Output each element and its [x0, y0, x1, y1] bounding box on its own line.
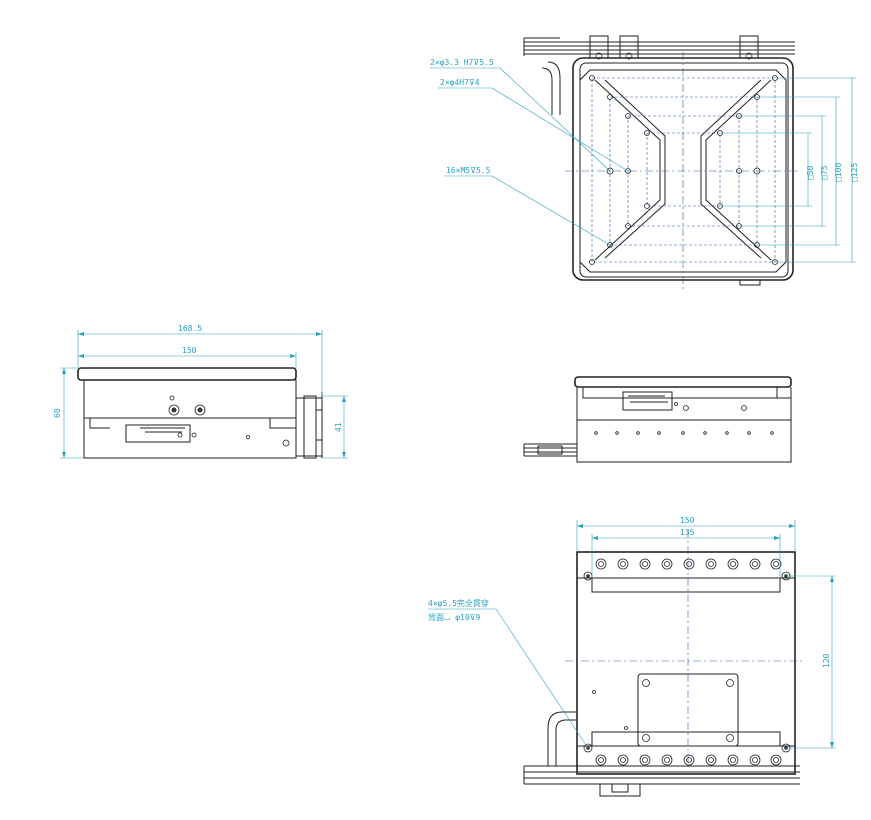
front-side-clamp	[295, 397, 323, 457]
clamp-3	[739, 35, 759, 59]
dim-150-label: 150	[182, 346, 197, 355]
square-125	[591, 77, 776, 263]
counterbore-row-top	[595, 558, 782, 570]
bottom-dim-120-label: 120	[822, 653, 831, 668]
rail-left-top	[523, 37, 580, 56]
left-cutout	[594, 79, 661, 261]
side-cable-block	[622, 391, 673, 411]
clamp-1	[589, 35, 609, 59]
dim-75-label: □75	[820, 165, 829, 180]
callout-through-hole: 4×φ5.5完全貫穿	[428, 598, 489, 608]
bottom-view: 150 135 120 4×φ5.5完全貫穿 背面⌴ φ10⊽9	[428, 516, 836, 797]
bottom-cable	[547, 711, 576, 766]
bottom-tab	[599, 784, 641, 797]
dim-100-label: □100	[834, 163, 843, 182]
clamp-2	[619, 35, 639, 59]
bottom-rails	[523, 765, 800, 785]
side-view	[523, 376, 792, 463]
mounting-holes	[589, 75, 778, 265]
callout-counterbore: 背面⌴ φ10⊽9	[428, 612, 481, 622]
front-cable-block	[125, 424, 191, 443]
side-holes	[594, 431, 774, 435]
callout-dowel-hole-1: 2×φ3.3 H7⊽5.5	[430, 58, 494, 67]
side-base	[576, 419, 792, 463]
cable	[541, 61, 561, 115]
bottom-dim-135-label: 135	[680, 528, 695, 537]
callout-dowel-hole-2: 2×φ4H7⊽4	[440, 78, 480, 87]
side-table-top	[574, 376, 792, 388]
dim-50-label: □50	[806, 165, 815, 180]
dim-125-label: □125	[850, 163, 859, 182]
bottom-dim-150-label: 150	[680, 516, 695, 525]
top-dimensions	[720, 77, 856, 263]
dim-60-label: 60	[53, 408, 62, 418]
dim-168-5-label: 168.5	[178, 324, 202, 333]
dim-41-label: 41	[334, 422, 343, 432]
front-view: 168.5 150 60 41	[53, 324, 348, 459]
front-body	[83, 379, 297, 419]
square-50	[646, 132, 721, 207]
counterbore-row-bottom	[595, 754, 782, 766]
top-view: □50 □75 □100 □125 2×φ3.3 H7⊽5.5 2×φ4H7⊽4…	[430, 35, 859, 290]
callout-thread-holes: 16×M5⊽5.5	[446, 166, 491, 175]
table-plate	[579, 69, 787, 273]
right-cutout	[705, 79, 772, 261]
front-table-top	[77, 367, 297, 381]
rail-top	[560, 41, 795, 55]
bottom-body	[576, 551, 796, 775]
